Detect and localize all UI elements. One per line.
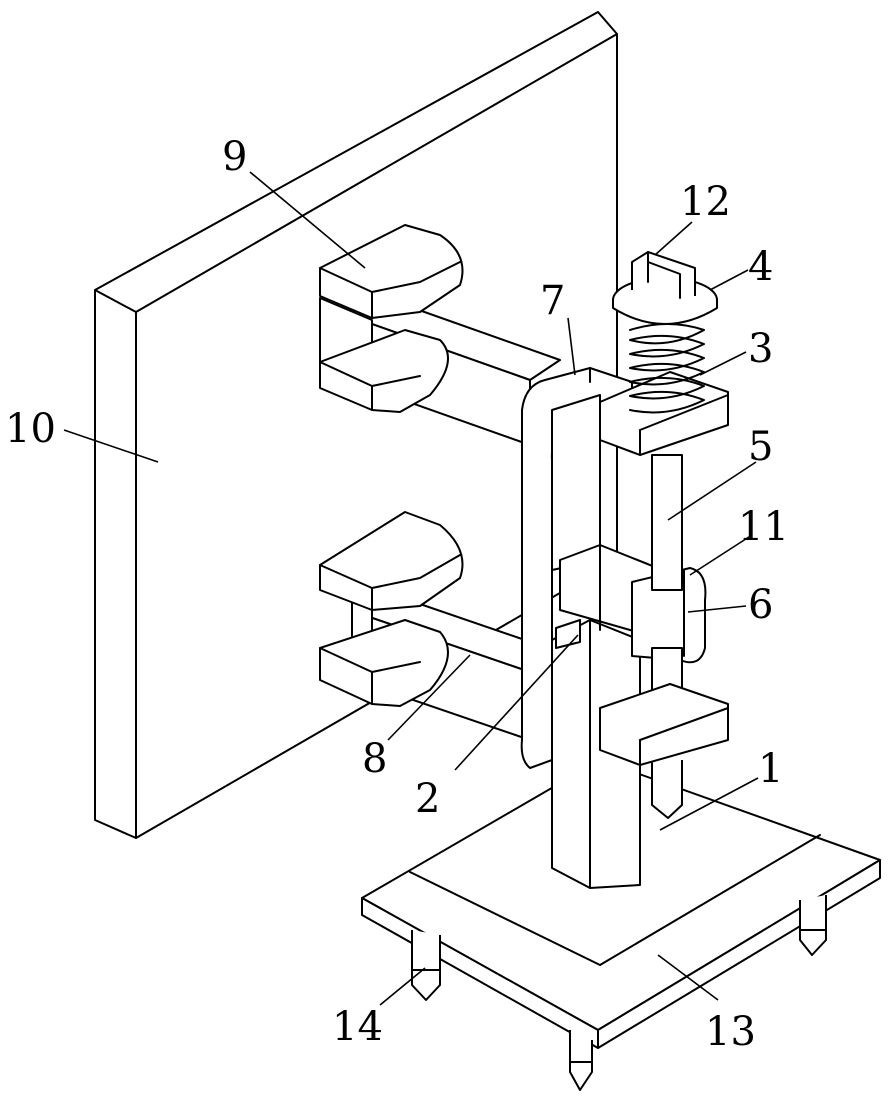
label-8: 8 [362, 736, 387, 782]
label-12: 12 [680, 179, 731, 225]
label-6: 6 [748, 582, 773, 628]
label-14: 14 [332, 1004, 383, 1050]
label-7: 7 [540, 278, 565, 324]
label-9: 9 [222, 134, 247, 180]
label-3: 3 [748, 326, 773, 372]
slide-rail [556, 620, 580, 648]
label-5: 5 [748, 424, 773, 470]
label-11: 11 [738, 504, 789, 550]
label-2: 2 [415, 776, 440, 822]
label-1: 1 [758, 746, 783, 792]
label-4: 4 [748, 244, 773, 290]
label-13: 13 [705, 1009, 756, 1055]
label-10: 10 [5, 406, 56, 452]
